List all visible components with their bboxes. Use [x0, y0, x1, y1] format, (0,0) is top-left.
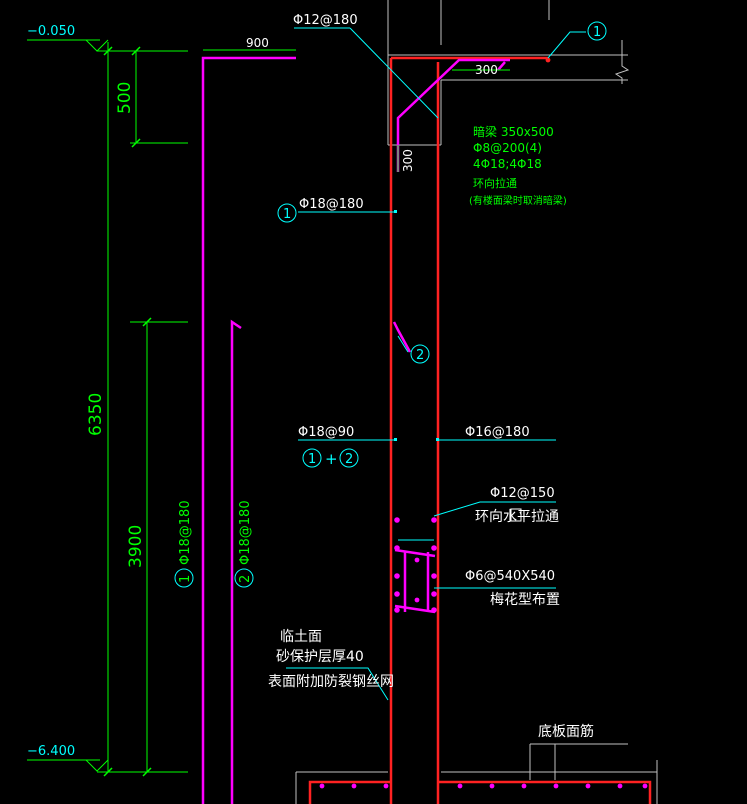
label-left-bar-2: Φ18@180 [238, 500, 253, 565]
marker-2-bar: 2 [238, 575, 253, 583]
elev-bottom: −6.400 [27, 744, 75, 759]
dimension-ticks [103, 46, 152, 777]
label-inner-vertical: Φ16@180 [465, 425, 530, 440]
note-soil-1: 临土面 [280, 629, 322, 645]
note-slab-top: 底板面筋 [538, 723, 594, 740]
dim-hook: 300 [475, 63, 498, 77]
dim-anchor-top: 900 [246, 36, 269, 50]
marker-1-left: 1 [283, 207, 291, 222]
rebar-dots [319, 57, 648, 789]
dim-lower-segment: 3900 [126, 525, 146, 568]
structure-outline [295, 0, 658, 804]
dim-total: 6350 [86, 393, 106, 436]
elev-top: −0.050 [27, 24, 75, 39]
note-beam-2: Φ8@200(4) [473, 141, 542, 155]
dimension-lines [27, 39, 510, 773]
marker-1-bar: 1 [178, 575, 193, 583]
leader-ticks [394, 210, 439, 441]
note-beam-1: 暗梁 350x500 [473, 124, 554, 139]
label-stirrup-grid: Φ6@540X540 [465, 569, 555, 584]
rebar-magenta [201, 56, 510, 804]
text-labels: −0.050 −6.400 6350 500 3900 900 300 300 … [27, 13, 601, 759]
note-soil-2: 砂保护层厚40 [276, 649, 364, 665]
marker-2-wall: 2 [416, 348, 424, 363]
label-horizontal-tie: Φ12@150 [490, 486, 555, 501]
marker-1-top: 1 [593, 25, 601, 40]
note-tie-desc: 环向水平拉通 [475, 509, 559, 525]
marker-1-combined: 1 [308, 452, 316, 467]
concrete-wall [308, 56, 652, 804]
label-outer-combined: Φ18@90 [298, 425, 354, 440]
tie-box-icon [510, 508, 522, 522]
note-grid-desc: 梅花型布置 [490, 592, 560, 608]
note-beam-4: 环向拉通 [473, 176, 517, 190]
leader-lines [286, 27, 586, 701]
dim-top-segment: 500 [115, 82, 135, 114]
label-top-slab: Φ12@180 [293, 13, 358, 28]
marker-2-combined: 2 [345, 452, 353, 467]
note-soil-3: 表面附加防裂钢丝网 [268, 674, 394, 690]
note-beam-5: (有楼面梁时取消暗梁) [469, 194, 567, 207]
dim-beam-hook: 300 [401, 149, 415, 172]
marker-circles [174, 21, 607, 588]
label-left-bar-1: Φ18@180 [178, 500, 193, 565]
marker-plus: + [325, 450, 338, 468]
label-outer-vertical: Φ18@180 [299, 197, 364, 212]
note-beam-3: 4Φ18;4Φ18 [473, 157, 542, 171]
